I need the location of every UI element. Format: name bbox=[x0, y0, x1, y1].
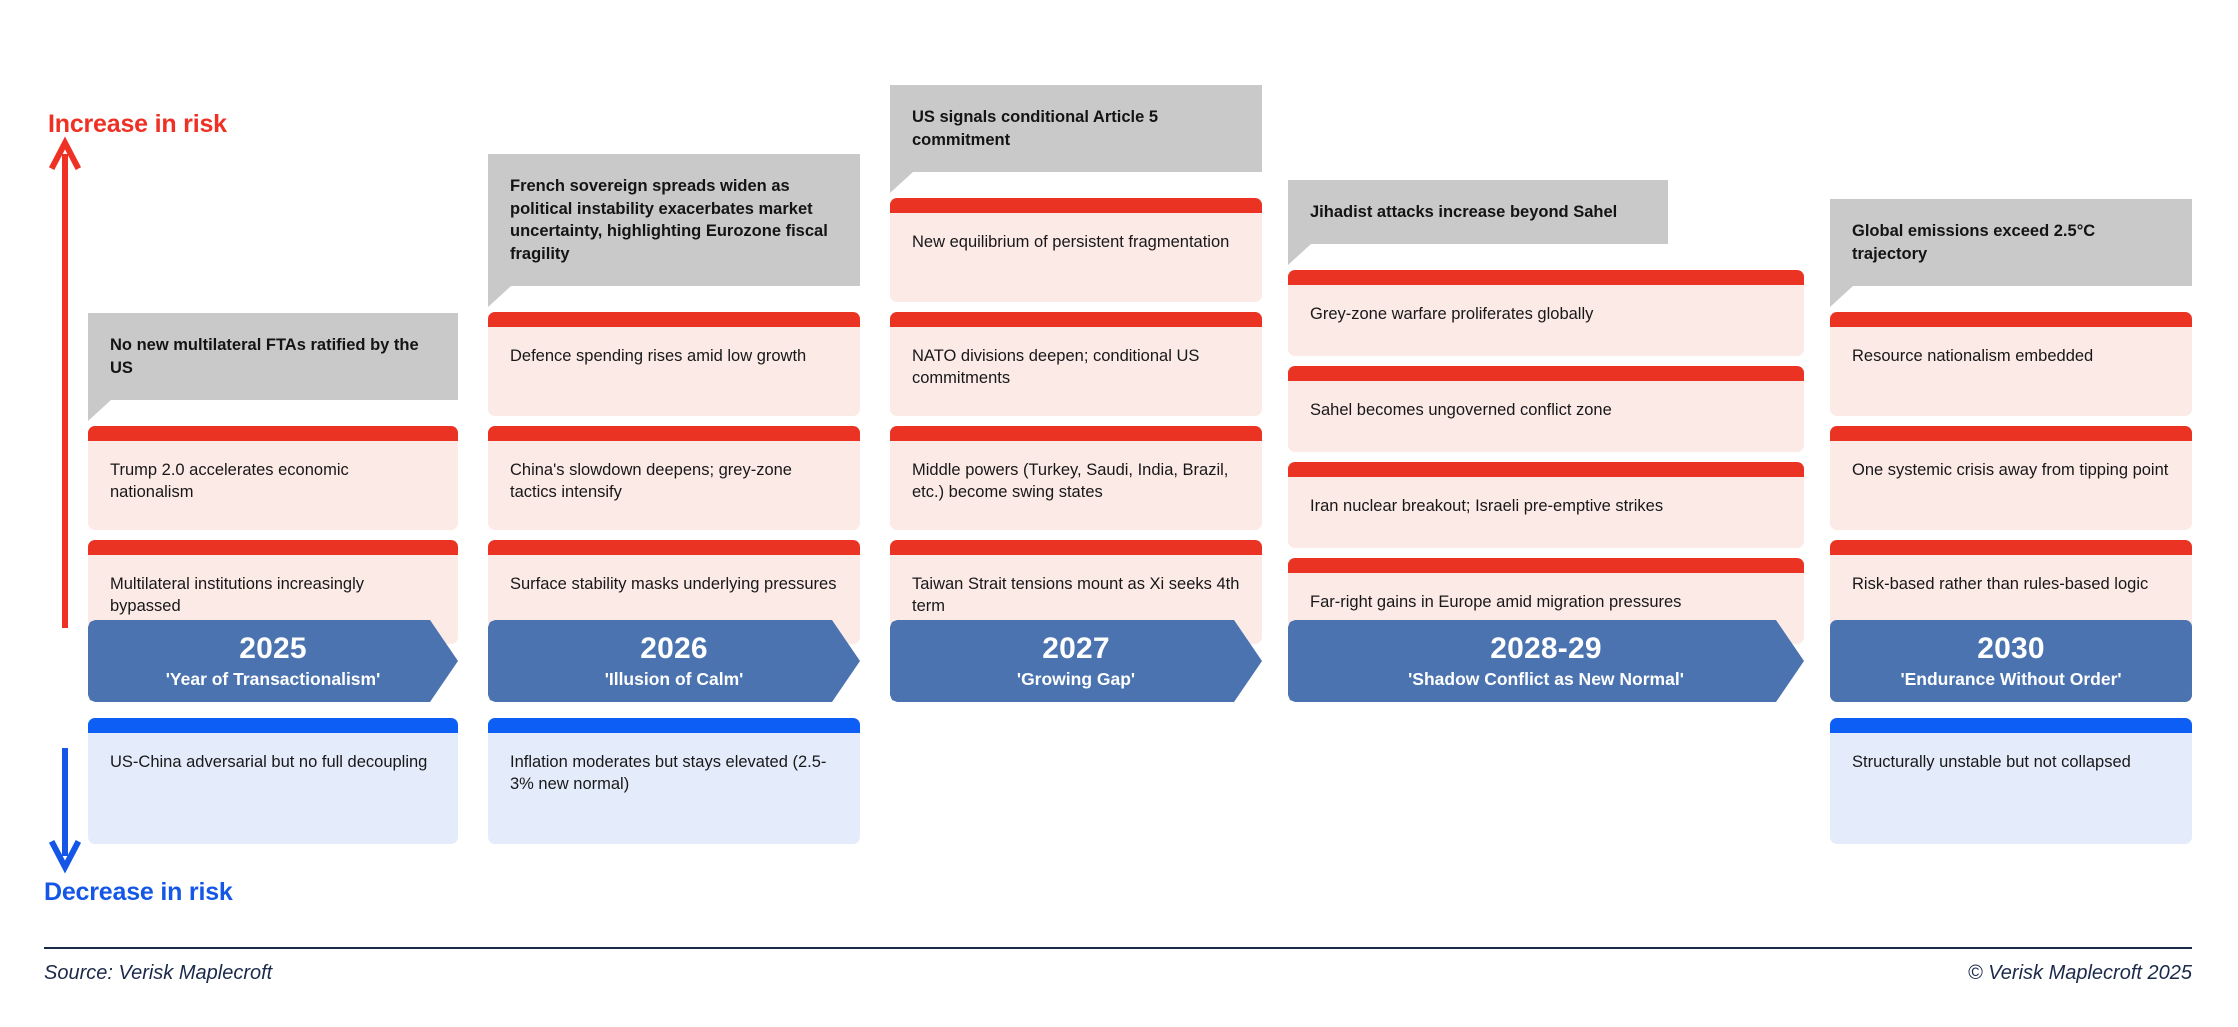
risk-increase-stack: Jihadist attacks increase beyond Sahel G… bbox=[1288, 180, 1804, 644]
risk-down-bar bbox=[1830, 718, 2192, 733]
arrow-up-icon bbox=[48, 136, 82, 630]
decrease-in-risk-label: Decrease in risk bbox=[44, 878, 233, 906]
callout-box: Jihadist attacks increase beyond Sahel bbox=[1288, 180, 1668, 244]
risk-card[interactable]: Sahel becomes ungoverned conflict zone bbox=[1288, 366, 1804, 452]
year-theme-label: 'Growing Gap' bbox=[1016, 669, 1136, 689]
year-banner-2025[interactable]: 2025 'Year of Transactionalism' bbox=[88, 620, 458, 702]
risk-up-bar bbox=[1288, 558, 1804, 573]
risk-card[interactable]: US-China adversarial but no full decoupl… bbox=[88, 718, 458, 844]
arrow-down-icon bbox=[48, 748, 82, 874]
year-label: 2028-29 bbox=[1490, 632, 1602, 666]
risk-up-bar bbox=[1288, 462, 1804, 477]
risk-card[interactable]: Trump 2.0 accelerates economic nationali… bbox=[88, 426, 458, 530]
risk-card[interactable]: Inflation moderates but stays elevated (… bbox=[488, 718, 860, 844]
year-banner-2026[interactable]: 2026 'Illusion of Calm' bbox=[488, 620, 860, 702]
risk-card-text: NATO divisions deepen; conditional US co… bbox=[890, 327, 1262, 416]
risk-increase-stack: No new multilateral FTAs ratified by the… bbox=[88, 313, 458, 644]
risk-up-bar bbox=[1288, 366, 1804, 381]
risk-up-bar bbox=[890, 312, 1262, 327]
risk-card-text: US-China adversarial but no full decoupl… bbox=[88, 733, 458, 844]
risk-card[interactable]: Iran nuclear breakout; Israeli pre-empti… bbox=[1288, 462, 1804, 548]
risk-increase-stack: Global emissions exceed 2.5°C trajectory… bbox=[1830, 199, 2192, 644]
risk-card[interactable]: Defence spending rises amid low growth bbox=[488, 312, 860, 416]
risk-card-text: China's slowdown deepens; grey-zone tact… bbox=[488, 441, 860, 530]
timeline-column-2026: French sovereign spreads widen as politi… bbox=[488, 0, 860, 1027]
risk-up-bar bbox=[1830, 312, 2192, 327]
year-label: 2026 bbox=[640, 632, 708, 666]
risk-decrease-stack: US-China adversarial but no full decoupl… bbox=[88, 718, 458, 844]
year-theme-label: 'Year of Transactionalism' bbox=[165, 669, 381, 689]
year-label: 2025 bbox=[239, 632, 307, 666]
year-theme-label: 'Endurance Without Order' bbox=[1900, 669, 2122, 689]
risk-increase-stack: US signals conditional Article 5 commitm… bbox=[890, 85, 1262, 644]
increase-in-risk-label: Increase in risk bbox=[48, 110, 227, 138]
year-banner-2028-29[interactable]: 2028-29 'Shadow Conflict as New Normal' bbox=[1288, 620, 1804, 702]
risk-card-text: Defence spending rises amid low growth bbox=[488, 327, 860, 416]
risk-card-text: One systemic crisis away from tipping po… bbox=[1830, 441, 2192, 530]
risk-up-bar bbox=[88, 540, 458, 555]
source-label: Source: Verisk Maplecroft bbox=[44, 962, 273, 984]
risk-card-text: Middle powers (Turkey, Saudi, India, Bra… bbox=[890, 441, 1262, 530]
callout-box: French sovereign spreads widen as politi… bbox=[488, 153, 860, 286]
callout-box: Global emissions exceed 2.5°C trajectory bbox=[1830, 199, 2192, 286]
risk-card-text: New equilibrium of persistent fragmentat… bbox=[890, 213, 1262, 302]
risk-card[interactable]: One systemic crisis away from tipping po… bbox=[1830, 426, 2192, 530]
risk-card-text: Resource nationalism embedded bbox=[1830, 327, 2192, 416]
risk-down-bar bbox=[88, 718, 458, 733]
risk-card-text: Sahel becomes ungoverned conflict zone bbox=[1288, 381, 1804, 452]
year-theme-label: 'Shadow Conflict as New Normal' bbox=[1408, 669, 1684, 689]
risk-up-bar bbox=[488, 312, 860, 327]
year-banner-2030[interactable]: 2030 'Endurance Without Order' bbox=[1830, 620, 2192, 702]
year-banner-2027[interactable]: 2027 'Growing Gap' bbox=[890, 620, 1262, 702]
risk-card[interactable]: Grey-zone warfare proliferates globally bbox=[1288, 270, 1804, 356]
risk-card[interactable]: China's slowdown deepens; grey-zone tact… bbox=[488, 426, 860, 530]
year-label: 2030 bbox=[1977, 632, 2045, 666]
risk-card[interactable]: Structurally unstable but not collapsed bbox=[1830, 718, 2192, 844]
timeline-column-2030: Global emissions exceed 2.5°C trajectory… bbox=[1830, 0, 2192, 1027]
risk-up-bar bbox=[890, 540, 1262, 555]
callout-box: US signals conditional Article 5 commitm… bbox=[890, 85, 1262, 172]
risk-decrease-stack: Inflation moderates but stays elevated (… bbox=[488, 718, 860, 844]
callout-box: No new multilateral FTAs ratified by the… bbox=[88, 313, 458, 400]
risk-card[interactable]: New equilibrium of persistent fragmentat… bbox=[890, 198, 1262, 302]
timeline-column-2027: US signals conditional Article 5 commitm… bbox=[890, 0, 1262, 1027]
risk-card-text: Trump 2.0 accelerates economic nationali… bbox=[88, 441, 458, 530]
risk-card[interactable]: Middle powers (Turkey, Saudi, India, Bra… bbox=[890, 426, 1262, 530]
risk-up-bar bbox=[1830, 540, 2192, 555]
risk-card-text: Inflation moderates but stays elevated (… bbox=[488, 733, 860, 844]
risk-up-bar bbox=[88, 426, 458, 441]
copyright-label: © Verisk Maplecroft 2025 bbox=[1967, 962, 2192, 984]
risk-increase-stack: French sovereign spreads widen as politi… bbox=[488, 153, 860, 644]
risk-card-text: Grey-zone warfare proliferates globally bbox=[1288, 285, 1804, 356]
risk-up-bar bbox=[1288, 270, 1804, 285]
risk-card-text: Iran nuclear breakout; Israeli pre-empti… bbox=[1288, 477, 1804, 548]
timeline-column-2028-29: Jihadist attacks increase beyond Sahel G… bbox=[1288, 0, 1804, 1027]
risk-up-bar bbox=[488, 540, 860, 555]
footer-divider bbox=[44, 947, 2192, 949]
risk-card[interactable]: Resource nationalism embedded bbox=[1830, 312, 2192, 416]
risk-up-bar bbox=[890, 426, 1262, 441]
year-theme-label: 'Illusion of Calm' bbox=[604, 669, 744, 689]
risk-down-bar bbox=[488, 718, 860, 733]
year-label: 2027 bbox=[1042, 632, 1110, 666]
risk-decrease-stack: Structurally unstable but not collapsed bbox=[1830, 718, 2192, 844]
risk-up-bar bbox=[1830, 426, 2192, 441]
timeline-column-2025: No new multilateral FTAs ratified by the… bbox=[88, 0, 458, 1027]
risk-card[interactable]: NATO divisions deepen; conditional US co… bbox=[890, 312, 1262, 416]
risk-up-bar bbox=[488, 426, 860, 441]
risk-card-text: Structurally unstable but not collapsed bbox=[1830, 733, 2192, 844]
risk-up-bar bbox=[890, 198, 1262, 213]
